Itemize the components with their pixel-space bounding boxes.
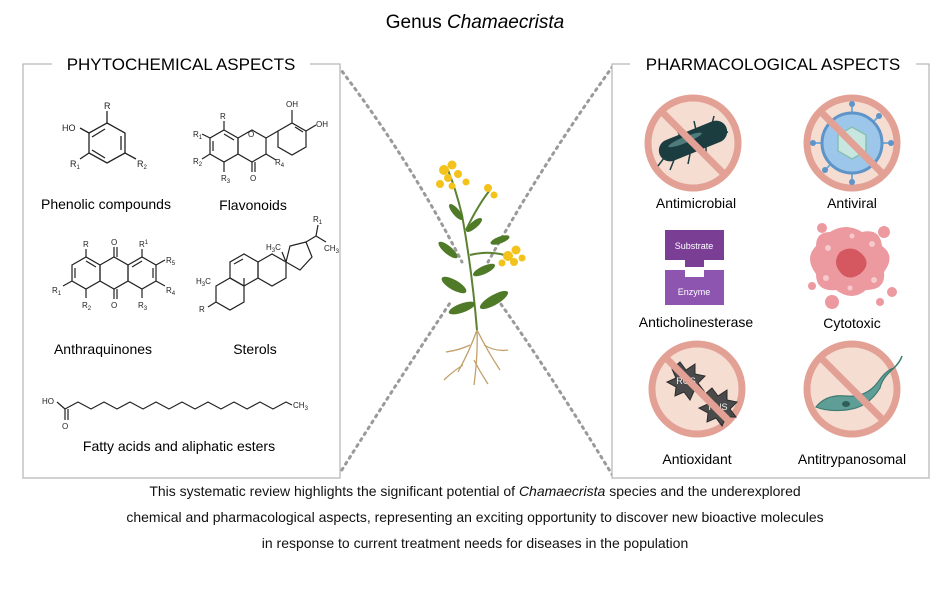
phenol-icon	[79, 111, 137, 164]
flavonoid-r1: R1	[193, 130, 203, 141]
caption-line-2: chemical and pharmacological aspects, re…	[126, 509, 824, 525]
antioxidant-label: Antioxidant	[662, 451, 731, 467]
pharmacological-header-bg	[630, 50, 916, 78]
anthraquinone-o-bottom: O	[111, 301, 117, 310]
phenolic-label: Phenolic compounds	[41, 196, 171, 212]
caption-line-1: This systematic review highlights the si…	[149, 483, 801, 499]
anthraquinone-r1: R1	[52, 286, 62, 297]
enzyme-text: Enzyme	[678, 287, 711, 297]
anthraquinone-icon	[62, 247, 166, 299]
anthraquinone-r-b: R1	[139, 240, 149, 249]
flavonoid-o-keto: O	[250, 174, 256, 183]
anthraquinone-r3: R3	[138, 301, 148, 312]
phenol-r1: R1	[70, 159, 81, 171]
flavonoid-oh-a: OH	[286, 100, 298, 109]
flavonoid-r2: R2	[193, 157, 203, 168]
sterol-r1: R1	[313, 215, 323, 226]
cytotoxic-label: Cytotoxic	[823, 315, 881, 331]
enzyme-substrate-icon: Substrate Enzyme	[665, 230, 724, 305]
antiviral-label: Antiviral	[827, 195, 877, 211]
bacteria-prohibited-icon	[644, 94, 742, 192]
sterols-label: Sterols	[233, 341, 277, 357]
anthraquinone-o-top: O	[111, 238, 117, 247]
flavonoids-label: Flavonoids	[219, 197, 287, 213]
flavonoid-r3: R3	[221, 174, 231, 185]
substrate-text: Substrate	[675, 241, 714, 251]
anthraquinones-label: Anthraquinones	[54, 341, 152, 357]
phytochemical-header: PHYTOCHEMICAL ASPECTS	[67, 55, 296, 74]
flavonoid-o-ring: O	[248, 130, 254, 139]
fatty-acid-ho: HO	[42, 397, 54, 406]
phenol-ho: HO	[62, 123, 76, 133]
anthraquinone-r4: R4	[166, 286, 176, 297]
fatty-acid-icon	[56, 401, 293, 420]
fatty-acid-ch3: CH3	[293, 401, 309, 412]
phenol-r2: R2	[137, 159, 148, 171]
phytochemical-panel	[22, 63, 341, 479]
anthraquinone-r2: R2	[82, 301, 92, 312]
virus-prohibited-icon	[803, 94, 901, 192]
sterol-h3c-b: H3C	[266, 243, 281, 254]
flavonoid-icon	[201, 110, 317, 172]
pharmacological-header: PHARMACOLOGICAL ASPECTS	[646, 55, 900, 74]
caption-line-3: in response to current treatment needs f…	[261, 535, 689, 551]
flavonoid-r-top: R	[220, 112, 226, 121]
ros-rns-prohibited-icon: ROS RNS	[648, 340, 746, 438]
sterol-ch3: CH3	[324, 244, 340, 255]
summary-caption: This systematic review highlights the si…	[60, 478, 890, 556]
main-title: Genus Chamaecrista	[386, 12, 564, 33]
fatty-acids-label: Fatty acids and aliphatic esters	[83, 438, 275, 454]
phenol-r: R	[104, 101, 111, 111]
anthraquinone-r-a: R	[83, 240, 89, 249]
flavonoid-r4: R4	[275, 158, 285, 169]
antitrypanosomal-label: Antitrypanosomal	[798, 451, 906, 467]
fatty-acid-o: O	[62, 422, 68, 431]
trypanosome-prohibited-icon	[803, 340, 903, 438]
chamaecrista-plant-icon	[436, 160, 526, 386]
cancer-cell-icon	[808, 223, 897, 309]
antimicrobial-label: Antimicrobial	[656, 195, 736, 211]
anticholinesterase-label: Anticholinesterase	[639, 314, 754, 330]
flavonoid-oh-b: OH	[316, 120, 328, 129]
sterol-r: R	[199, 305, 205, 314]
phytochemical-header-bg	[52, 50, 310, 78]
sterol-h3c-a: H3C	[196, 277, 211, 288]
anthraquinone-r5: R5	[166, 256, 176, 267]
sterol-icon	[207, 224, 327, 311]
